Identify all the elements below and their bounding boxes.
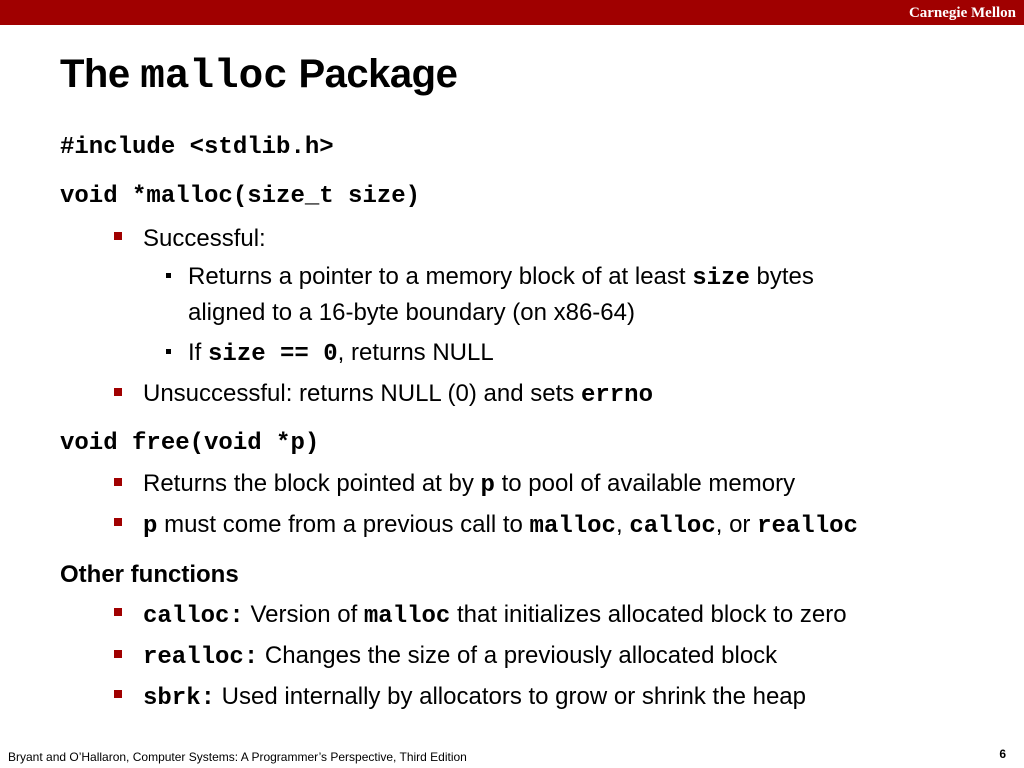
code-p: p — [480, 472, 495, 499]
malloc-successful: Successful: — [143, 225, 266, 252]
code-errno: errno — [580, 382, 653, 409]
text-run: Returns a pointer to a memory block of a… — [188, 263, 693, 290]
text-run: , returns NULL — [337, 339, 494, 366]
text-run: that initializes allocated block to zero — [450, 601, 847, 628]
other-item-sbrk: sbrk: Used internally by allocators to g… — [143, 685, 806, 711]
text-run: Returns the block pointed at by — [143, 470, 481, 497]
code-calloc: calloc — [629, 513, 716, 540]
free-signature: void free(void *p) — [60, 430, 320, 457]
malloc-success-item-1-cont: aligned to a 16-byte boundary (on x86-64… — [188, 299, 635, 326]
text-run: bytes — [749, 263, 814, 290]
text-run: Version of — [243, 601, 364, 628]
text-run: Unsuccessful: returns NULL (0) and sets — [143, 380, 581, 407]
bullet-square — [114, 388, 122, 396]
text-run: must come from a previous call to — [157, 511, 530, 538]
header-bar: Carnegie Mellon — [0, 0, 1024, 25]
free-item-1: Returns the block pointed at by p to poo… — [143, 472, 795, 498]
title-prefix: The — [60, 52, 141, 96]
slide-title: The malloc Package — [60, 52, 458, 100]
bullet-square — [114, 478, 122, 486]
bullet-square — [114, 518, 122, 526]
text-run: Changes the size of a previously allocat… — [258, 642, 778, 669]
other-item-realloc: realloc: Changes the size of a previousl… — [143, 644, 777, 670]
text-run: to pool of available memory — [494, 470, 796, 497]
bullet-square — [114, 690, 122, 698]
bullet-square — [114, 232, 122, 240]
text-run: Used internally by allocators to grow or… — [215, 683, 806, 710]
malloc-unsuccessful: Unsuccessful: returns NULL (0) and sets … — [143, 382, 653, 408]
code-size: size — [692, 265, 750, 292]
brand-label: Carnegie Mellon — [908, 5, 1016, 21]
code-malloc: malloc — [529, 513, 616, 540]
code-realloc: realloc — [757, 513, 858, 540]
bullet-small-square — [166, 349, 171, 354]
code-p: p — [143, 513, 158, 540]
bullet-square — [114, 650, 122, 658]
other-functions-heading: Other functions — [60, 561, 239, 588]
code-size-eq-zero: size == 0 — [208, 341, 338, 368]
title-suffix: Package — [287, 52, 458, 96]
code-calloc: calloc: — [143, 603, 244, 630]
other-item-calloc: calloc: Version of malloc that initializ… — [143, 603, 847, 629]
text-run: , or — [715, 511, 758, 538]
malloc-success-item-2: If size == 0, returns NULL — [188, 341, 494, 367]
code-realloc: realloc: — [143, 644, 259, 671]
code-sbrk: sbrk: — [143, 685, 216, 712]
bullet-square — [114, 608, 122, 616]
text-run: If — [188, 339, 209, 366]
code-malloc: malloc — [363, 603, 451, 630]
footer-citation: Bryant and O’Hallaron, Computer Systems:… — [8, 750, 467, 764]
page-number: 6 — [999, 747, 1006, 761]
include-line: #include <stdlib.h> — [60, 134, 334, 161]
bullet-small-square — [166, 273, 171, 278]
text-run: , — [615, 511, 630, 538]
malloc-signature: void *malloc(size_t size) — [60, 183, 421, 210]
free-item-2: p must come from a previous call to mall… — [143, 513, 858, 539]
title-mono: malloc — [140, 54, 288, 100]
malloc-success-item-1: Returns a pointer to a memory block of a… — [188, 265, 814, 291]
